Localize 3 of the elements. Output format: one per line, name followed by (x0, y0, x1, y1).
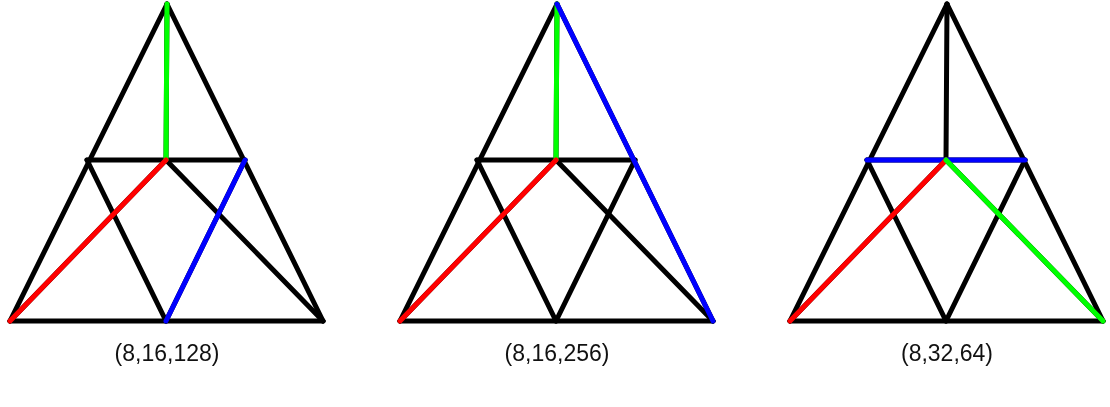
graph-caption: (8,16,128) (113, 340, 221, 367)
graph-caption: (8,16,256) (503, 340, 611, 367)
graph-caption: (8,32,64) (899, 340, 995, 367)
